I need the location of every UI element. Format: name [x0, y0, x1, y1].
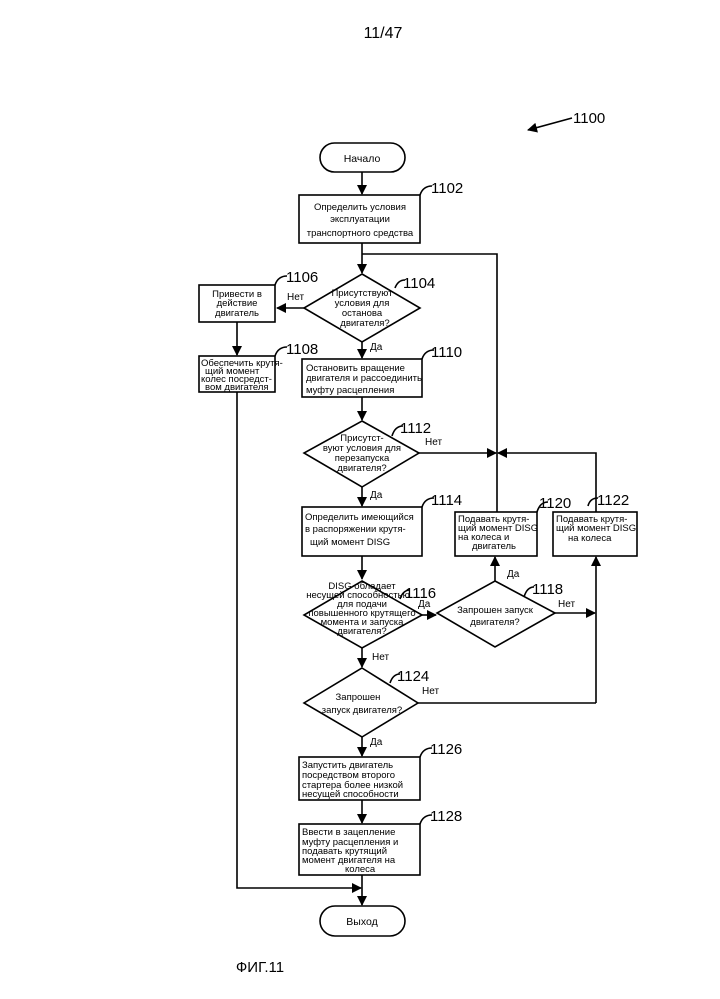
- svg-text:двигателя и рассоединить: двигателя и рассоединить: [306, 373, 422, 384]
- svg-text:Определить условия: Определить условия: [314, 202, 406, 213]
- svg-text:двигатель: двигатель: [472, 541, 516, 552]
- edge-label-no: Нет: [287, 292, 304, 303]
- svg-text:двигателя?: двигателя?: [337, 626, 386, 637]
- ref-label: 1110: [431, 344, 462, 361]
- edge-label-yes: Да: [370, 737, 383, 748]
- edge-label-yes: Да: [370, 490, 383, 501]
- ref-label: 1128: [430, 808, 462, 825]
- svg-text:несущей способности: несущей способности: [302, 789, 399, 800]
- ref-label: 1118: [532, 581, 563, 598]
- step-1114: Определить имеющийся в распоряжении крут…: [302, 492, 462, 556]
- ref-label: 1112: [400, 420, 431, 437]
- svg-text:в распоряжении крутя-: в распоряжении крутя-: [305, 524, 406, 535]
- svg-text:Запрошен: Запрошен: [336, 692, 381, 703]
- step-1128: Ввести в зацепление муфту расцепления и …: [299, 808, 462, 875]
- figure-caption: ФИГ.11: [236, 959, 284, 976]
- svg-text:на колеса: на колеса: [568, 533, 612, 544]
- decision-1118: Запрошен запуск двигателя? 1118: [437, 581, 563, 647]
- edge-label-no: Нет: [425, 437, 442, 448]
- ref-label: 1124: [397, 668, 429, 685]
- decision-1112: Присутст- вуют условия для перезапуска д…: [304, 420, 431, 487]
- figure-ref-arrow: [528, 118, 572, 130]
- decision-1104: Присутствуют условия для останова двигат…: [304, 274, 435, 342]
- svg-text:Определить имеющийся: Определить имеющийся: [305, 512, 414, 523]
- ref-label: 1104: [403, 275, 435, 292]
- svg-text:двигателя?: двигателя?: [470, 617, 519, 628]
- page-number: 11/47: [364, 25, 403, 42]
- start-terminal: Начало: [320, 143, 405, 172]
- svg-text:муфту расцепления: муфту расцепления: [306, 385, 394, 396]
- edge-label-no: Нет: [372, 652, 389, 663]
- svg-text:Выход: Выход: [346, 916, 377, 928]
- svg-text:двигатель: двигатель: [215, 308, 259, 319]
- step-1108: Обеспечить крутя- щий момент колес посре…: [199, 341, 318, 393]
- exit-terminal: Выход: [320, 906, 405, 936]
- decision-1116: DISG обладает несущей способностью для п…: [304, 581, 436, 648]
- figure-ref: 1100: [573, 110, 605, 127]
- ref-label: 1108: [286, 341, 318, 358]
- svg-text:двигателя?: двигателя?: [340, 318, 389, 329]
- ref-label: 1126: [430, 741, 462, 758]
- svg-text:вом двигателя: вом двигателя: [205, 382, 269, 393]
- svg-text:Запрошен запуск: Запрошен запуск: [457, 605, 534, 616]
- ref-label: 1106: [286, 269, 318, 286]
- edge-label-no: Нет: [558, 599, 575, 610]
- step-1126: Запустить двигатель посредством второго …: [299, 741, 462, 800]
- svg-text:двигателя?: двигателя?: [337, 463, 386, 474]
- decision-1124: Запрошен запуск двигателя? 1124: [304, 668, 429, 737]
- ref-label: 1120: [539, 495, 571, 512]
- ref-label: 1114: [431, 492, 462, 509]
- svg-text:колеса: колеса: [345, 864, 376, 875]
- svg-text:эксплуатации: эксплуатации: [330, 214, 390, 225]
- edge-label-yes: Да: [507, 569, 520, 580]
- svg-text:щий момент DISG: щий момент DISG: [310, 537, 390, 548]
- edge-label-yes: Да: [370, 342, 383, 353]
- step-1102: Определить условия эксплуатации транспор…: [299, 180, 463, 243]
- svg-text:запуск двигателя?: запуск двигателя?: [322, 705, 402, 716]
- ref-label: 1122: [597, 492, 629, 509]
- ref-label: 1102: [431, 180, 463, 197]
- svg-text:Начало: Начало: [344, 153, 381, 165]
- edge-label-no: Нет: [422, 686, 439, 697]
- ref-label: 1116: [405, 585, 436, 602]
- svg-text:транспортного средства: транспортного средства: [307, 228, 414, 239]
